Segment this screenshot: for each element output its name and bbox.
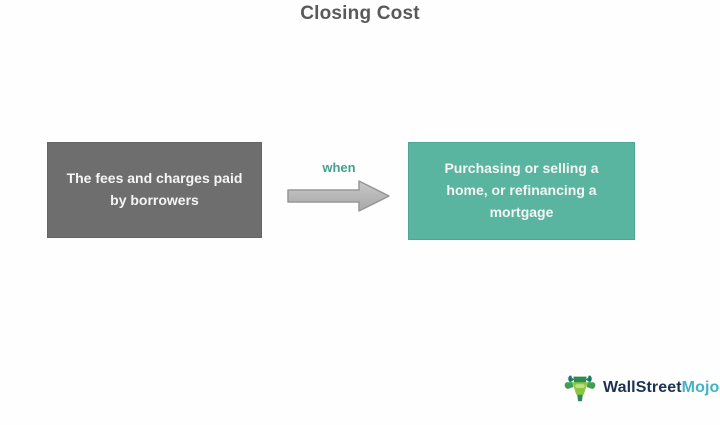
definition-box: The fees and charges paid by borrowers xyxy=(47,142,262,238)
right-arrow-icon xyxy=(287,180,390,212)
brand-name-second: Mojo xyxy=(681,379,720,396)
brand-name: WallStreetMojo xyxy=(603,379,719,397)
page-title: Closing Cost xyxy=(300,3,420,24)
definition-box-text: The fees and charges paid by borrowers xyxy=(66,170,243,208)
connector-label: when xyxy=(322,160,356,175)
brand-name-first: WallStreet xyxy=(603,379,682,396)
context-box: Purchasing or selling a home, or refinan… xyxy=(408,142,635,240)
context-box-text: Purchasing or selling a home, or refinan… xyxy=(444,160,599,220)
brand-logo: WallStreetMojo xyxy=(561,369,719,407)
bull-mascot-icon xyxy=(564,375,596,402)
